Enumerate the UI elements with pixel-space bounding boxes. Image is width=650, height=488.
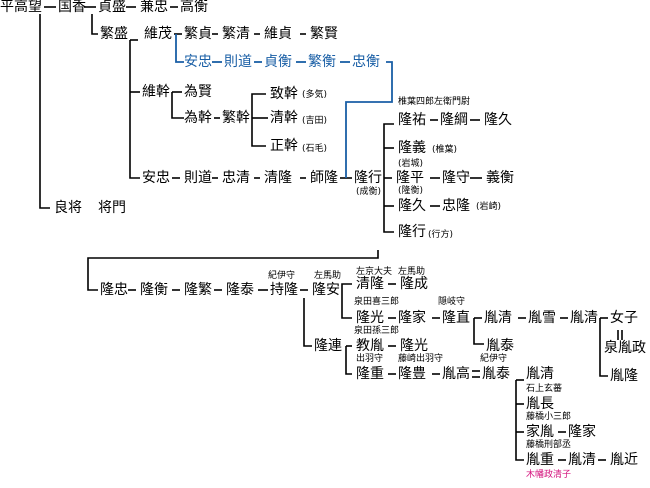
note-kiinokami: 紀伊守 xyxy=(268,271,296,281)
node-koreshige: 維茂 xyxy=(144,26,172,42)
note-okinokami: 隠岐守 xyxy=(438,297,466,307)
node-izumi-tanemasa: 泉胤政 xyxy=(604,340,646,356)
node-shigemori: 繁盛 xyxy=(100,26,128,42)
node-sadahira-blue: 貞衡 xyxy=(264,54,292,70)
node-morotaka: 師隆 xyxy=(310,170,338,186)
note-kiinokami2: 紀伊守 xyxy=(480,354,508,364)
node-yasutada: 安忠 xyxy=(142,170,170,186)
node-taneyasu2: 胤泰 xyxy=(482,366,510,382)
node-tanekiyo4: 胤清 xyxy=(568,452,596,468)
node-tanenaga: 胤長 xyxy=(526,396,554,412)
node-onnako: 女子 xyxy=(610,310,638,326)
node-tanetaka2: 胤高 xyxy=(442,366,470,382)
note-sakyodaibu: 左京大夫 xyxy=(356,267,393,277)
note-ishige: (石毛) xyxy=(302,144,328,154)
note-shiiba: 椎葉四郎左衛門尉 xyxy=(398,97,471,107)
node-tadahira-blue: 忠衡 xyxy=(352,54,380,70)
node-tadakiyo: 忠清 xyxy=(222,170,250,186)
note-izumidamago: 泉田孫三郎 xyxy=(354,326,400,336)
node-tamemoto: 為幹 xyxy=(184,110,212,126)
node-ietane: 家胤 xyxy=(526,424,554,440)
node-shigekata: 繁賢 xyxy=(310,26,338,42)
node-norimichi: 則道 xyxy=(184,170,212,186)
node-norimichi-blue: 則道 xyxy=(224,54,252,70)
node-tanekiyo3: 胤清 xyxy=(526,366,554,382)
node-takatoyo: 隆豊 xyxy=(398,366,426,382)
node-takamitsu2: 隆光 xyxy=(400,338,428,354)
note-izumida3: 泉田喜三郎 xyxy=(354,297,400,307)
node-tanetaka: 胤隆 xyxy=(610,368,638,384)
node-takasuke: 隆祐 xyxy=(398,112,426,128)
node-mochitaka: 持隆 xyxy=(270,282,298,298)
node-shigekiyo: 繁清 xyxy=(222,26,250,42)
node-takahisa2: 隆久 xyxy=(398,198,426,214)
note-ishigami: 石上玄蕃 xyxy=(526,384,563,394)
node-masakado: 将門 xyxy=(98,200,126,216)
note-taki: (多気) xyxy=(302,90,328,100)
node-tanekiyo2: 胤清 xyxy=(570,310,598,326)
node-takayoshi: 隆義 xyxy=(398,140,426,156)
note-samanosuke2: 左馬助 xyxy=(398,267,426,277)
node-taneyuki: 胤雪 xyxy=(528,310,556,326)
node-shigehira-blue: 繁衡 xyxy=(308,54,336,70)
node-takashige2: 隆重 xyxy=(356,366,384,382)
node-munemoto: 致幹 xyxy=(270,86,298,102)
node-tanishige: 胤重 xyxy=(526,452,554,468)
node-takashige: 隆繁 xyxy=(184,282,212,298)
node-takaie2: 隆家 xyxy=(568,424,596,440)
node-yoshimochi: 良将 xyxy=(54,200,82,216)
node-heitakamochi: 平高望 xyxy=(0,0,42,15)
node-takamitsu: 隆光 xyxy=(356,310,384,326)
note-fujihashi: 藤橋小三郎 xyxy=(526,412,572,422)
note-fujihashi2: 藤橋刑部丞 xyxy=(526,440,572,450)
node-koremoto: 維幹 xyxy=(142,84,170,100)
node-takanari: 隆成 xyxy=(400,276,428,292)
node-taneyasu: 胤泰 xyxy=(486,338,514,354)
node-takanao: 隆直 xyxy=(442,310,470,326)
note-shiiba2: (椎葉) xyxy=(432,145,458,155)
node-masamoto: 正幹 xyxy=(270,138,298,154)
note-dewanokami: 出羽守 xyxy=(356,354,384,364)
node-takahisa: 隆久 xyxy=(484,112,512,128)
node-kiyomoto: 清幹 xyxy=(270,110,298,126)
note-iwaki: (岩城) xyxy=(398,159,424,169)
node-takayuki: 隆行 xyxy=(354,170,382,186)
node-takahira2: 隆平 xyxy=(396,170,424,186)
node-tadataka: 忠隆 xyxy=(442,198,470,214)
node-tamekata: 為賢 xyxy=(184,84,212,100)
node-sadamori: 貞盛 xyxy=(98,0,126,15)
note-yoshida: (吉田) xyxy=(302,116,328,126)
node-takatada: 隆忠 xyxy=(100,282,128,298)
node-tanechika: 胤近 xyxy=(610,452,638,468)
note-takahira-paren: (隆衡) xyxy=(398,186,424,196)
note-iwasaki: (岩崎) xyxy=(476,202,502,212)
node-takahira: 高衡 xyxy=(180,0,208,15)
node-takayasu2: 隆安 xyxy=(312,282,340,298)
node-takatsuna: 隆綱 xyxy=(440,112,468,128)
node-tanekiyo: 胤清 xyxy=(484,310,512,326)
node-koresada: 維貞 xyxy=(264,26,292,42)
node-takayuki2: 隆行 xyxy=(398,224,426,240)
node-kiyotaka2: 清隆 xyxy=(356,276,384,292)
node-kunika: 国香 xyxy=(58,0,86,15)
node-yoshihira: 義衡 xyxy=(486,170,514,186)
node-shigemoto: 繁幹 xyxy=(222,110,250,126)
node-takahira3: 隆衡 xyxy=(140,282,168,298)
node-noritane: 教胤 xyxy=(356,338,384,354)
node-kanetada: 兼忠 xyxy=(140,0,168,15)
node-takaie: 隆家 xyxy=(398,310,426,326)
node-takayasu: 隆泰 xyxy=(226,282,254,298)
node-takatsura: 隆連 xyxy=(314,338,342,354)
node-yasutada-blue: 安忠 xyxy=(184,54,212,70)
note-samanosuke: 左馬助 xyxy=(314,271,342,281)
note-yukikata: (行方) xyxy=(428,230,454,240)
note-fujisaki: 藤崎出羽守 xyxy=(398,354,444,364)
note-kibata: 木幡政清子 xyxy=(526,470,572,480)
node-shigesada: 繁貞 xyxy=(184,26,212,42)
node-kiyotaka: 清隆 xyxy=(264,170,292,186)
node-takamori: 隆守 xyxy=(442,170,470,186)
note-seiei: (成衡) xyxy=(356,187,382,197)
